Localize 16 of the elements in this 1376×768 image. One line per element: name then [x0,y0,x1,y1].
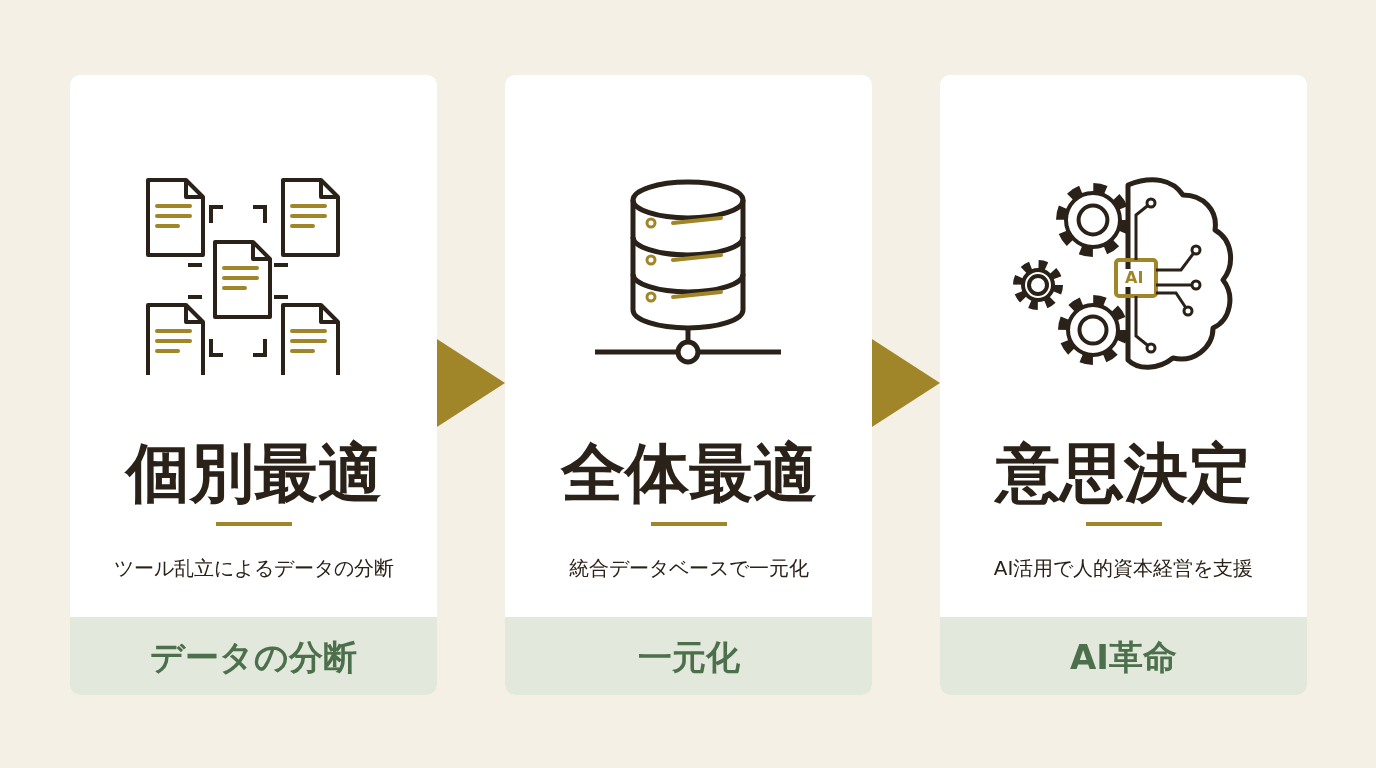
band-label: AI革命 [1070,636,1177,679]
card-title: 個別最適 [125,437,382,511]
chip-label: AI [1125,269,1144,287]
footer-band [940,617,1307,695]
band-label: 一元化 [637,636,740,679]
card-title: 意思決定 [995,437,1252,511]
card [940,75,1307,695]
card-subtitle: 統合データベースで一元化 [568,555,809,582]
band-label: データの分断 [150,636,357,679]
card [70,75,437,695]
footer-band [505,617,872,695]
card [505,75,872,695]
footer-band [70,617,437,695]
card-title: 全体最適 [560,437,817,511]
card-subtitle: ツール乱立によるデータの分断 [113,555,394,582]
card-subtitle: AI活用で人的資本経営を支援 [993,555,1254,582]
